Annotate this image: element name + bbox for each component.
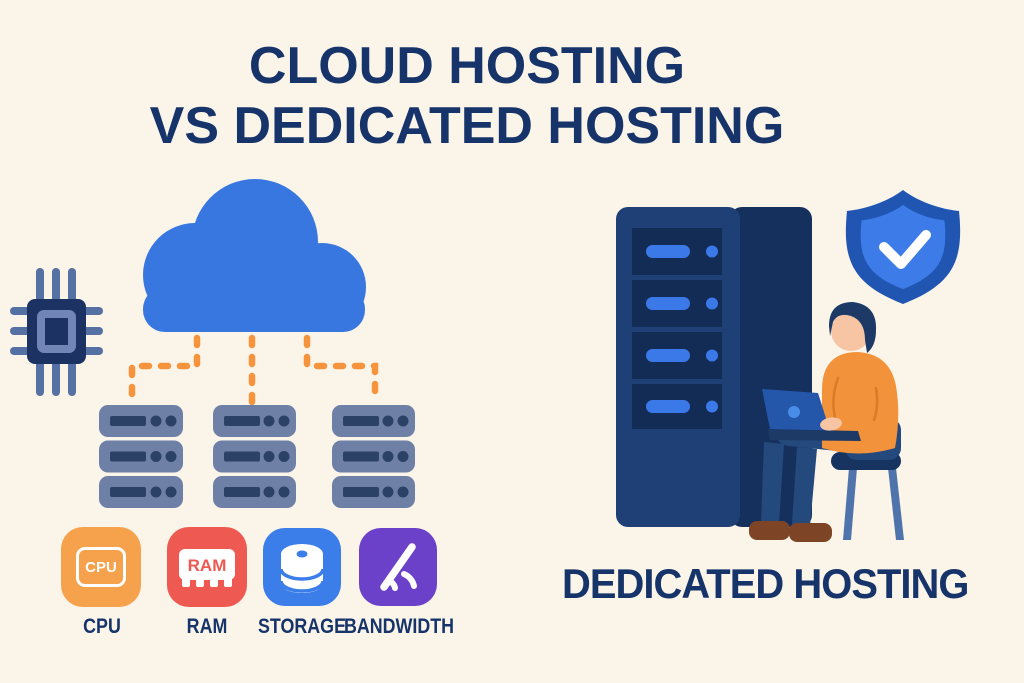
signal-slash-glyph <box>380 543 417 591</box>
hair <box>829 302 877 353</box>
chair <box>831 452 904 540</box>
cloud-hosting-illustration <box>10 179 415 508</box>
dedicated-hosting-label: DEDICATED HOSTING <box>562 560 969 607</box>
ram-glyph: RAM <box>179 549 235 587</box>
ram-label: RAM <box>186 615 228 638</box>
storage-label: STORAGE <box>258 615 346 638</box>
bandwidth-icon <box>359 528 437 606</box>
shield-check-icon <box>845 190 961 304</box>
cpu-chip-icon: CPU <box>61 527 141 607</box>
hand <box>820 417 842 431</box>
connector-lines <box>128 334 379 407</box>
database-icon <box>263 528 341 606</box>
bandwidth-label: BANDWIDTH <box>343 615 455 638</box>
torso <box>822 352 899 454</box>
page-title: CLOUD HOSTING VS DEDICATED HOSTING <box>0 36 934 157</box>
title-line-2: VS DEDICATED HOSTING <box>149 97 785 156</box>
server-stack-1 <box>99 405 183 508</box>
cpu-label: CPU <box>83 615 121 638</box>
arm-lines <box>832 376 879 423</box>
ram-module-icon: RAM <box>167 527 247 607</box>
shoes <box>749 521 832 542</box>
server-stack-2 <box>213 405 296 508</box>
database-glyph <box>279 544 325 593</box>
dedicated-hosting-illustration <box>616 190 961 542</box>
server-stack-3 <box>332 405 415 508</box>
server-tower <box>616 207 812 527</box>
legs <box>761 442 817 526</box>
person-illustration <box>749 302 904 542</box>
processor-chip-icon <box>10 268 103 396</box>
svg-text:RAM: RAM <box>188 556 227 575</box>
server-stack-group <box>99 405 415 508</box>
tower-slots <box>632 228 722 429</box>
laptop-icon <box>762 389 861 441</box>
cloud-icon <box>143 179 366 332</box>
title-line-1: CLOUD HOSTING <box>248 37 686 95</box>
cpu-glyph-text: CPU <box>76 547 126 587</box>
